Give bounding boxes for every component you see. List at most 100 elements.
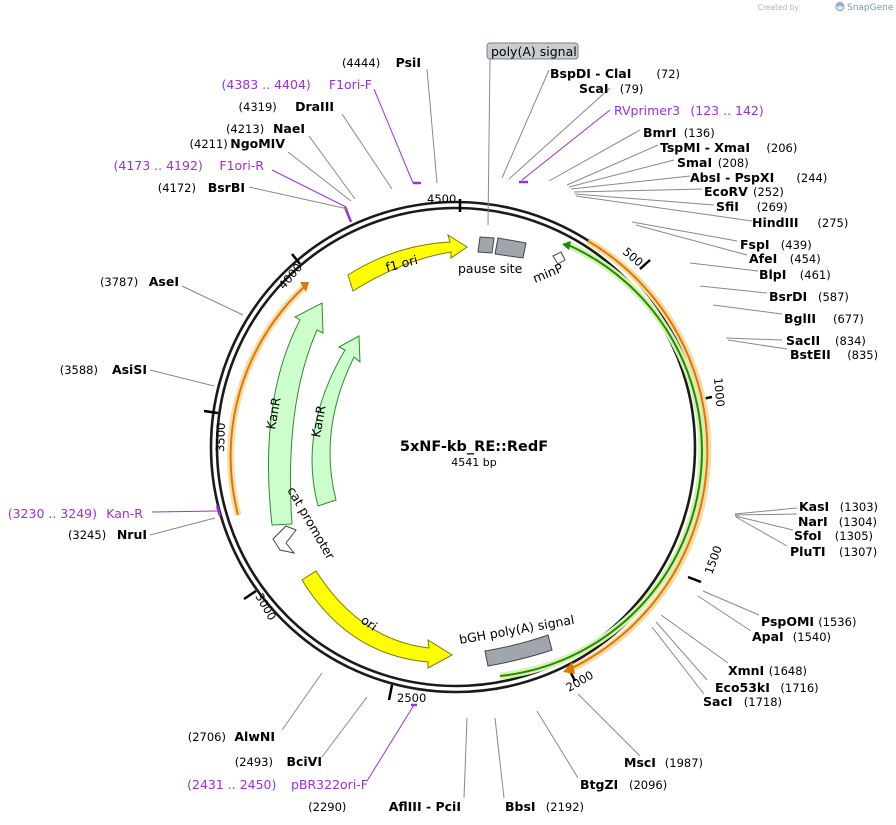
enzyme-leaders [149,68,798,799]
enzyme-position-nrui: (3245) [68,528,106,542]
primer-sites [215,180,528,707]
enzyme-position-apai: (1540) [793,630,831,644]
enzyme-label-bglii: BglII [784,311,816,326]
enzyme-label-psii: PsiI [396,55,421,70]
enzyme-label-bmri: BmrI [643,125,676,140]
enzyme-position-blpi: (461) [800,268,831,282]
enzyme-label-sfoi: SfoI [794,528,822,543]
backbone-inner-strand [215,206,697,688]
plasmid-length: 4541 bp [451,456,496,469]
primer-label-rvprimer3: RVprimer3 [614,103,680,118]
enzyme-position-asei: (3787) [100,275,138,289]
enzyme-position-sacii: (834) [835,334,866,348]
enzyme-position-xmni: (1648) [769,664,807,678]
enzyme-position-kasi: (1303) [840,500,878,514]
enzyme-position-bsrdi: (587) [818,290,849,304]
enzyme-position-btgzi: (2096) [629,778,667,792]
enzyme-label-pspomi: PspOMI [761,614,814,629]
enzyme-label-alwni: AlwNI [234,729,275,744]
enzyme-position-tspmi-xmai: (206) [766,141,797,155]
enzyme-label-blpi: BlpI [759,267,786,282]
feature-redf-outer-arrow [569,240,709,670]
primer-range-kan-r: (3230 .. 3249) [8,506,97,521]
enzyme-label-apai: ApaI [752,629,784,644]
feature-kanr-inner [311,335,361,507]
enzyme-label-nari: NarI [798,514,828,529]
tick-label-1500: 1500 [702,544,725,576]
feature-label-bgh-polya: bGH poly(A) signal [458,612,576,647]
enzyme-label-btgzi: BtgZI [580,777,618,792]
enzyme-position-naei: (4213) [226,122,264,136]
enzyme-label-saci: SacI [703,694,733,709]
enzyme-position-bsrbi: (4172) [158,181,196,195]
enzyme-position-eco53ki: (1716) [780,681,818,695]
enzyme-label-asei: AseI [149,274,179,289]
feature-redf-inner-arrow [499,243,703,677]
enzyme-label-tspmi-xmai: TspMI - XmaI [660,140,750,155]
enzyme-label-fspi: FspI [740,237,770,252]
enzyme-position-ecorv: (252) [753,185,784,199]
enzyme-position-bsteii: (835) [847,348,878,362]
enzyme-label-afliii-pcii: AflIII - PciI [389,799,461,814]
tick-label-3000: 3000 [252,591,279,623]
enzyme-position-scai: (79) [620,82,644,96]
enzyme-label-ngomiv: NgoMIV [230,136,285,151]
enzyme-position-pspomi: (1536) [818,615,856,629]
enzyme-label-bbsi: BbsI [505,799,536,814]
feature-minp-arrow [552,251,566,265]
tick-label-4500: 4500 [427,192,456,206]
enzyme-position-absi-pspxi: (244) [796,171,827,185]
enzyme-position-afei: (454) [790,252,821,266]
feature-label-minp: minP [531,260,566,286]
polya-signal-box [486,42,579,60]
feature-f1-ori [347,233,468,292]
enzyme-label-scai: ScaI [579,81,609,96]
enzyme-position-bglii: (677) [833,312,864,326]
enzyme-position-msci: (1987) [665,756,703,770]
enzyme-position-nari: (1304) [839,515,877,529]
enzyme-position-fspi: (439) [781,238,812,252]
enzyme-label-ecorv: EcoRV [704,184,748,199]
enzyme-position-bcivi: (2493) [235,755,273,769]
enzyme-label-kasi: KasI [799,499,829,514]
primer-range-rvprimer3: (123 .. 142) [690,103,763,118]
polya-signal-label: poly(A) signal [491,44,577,59]
primer-label-pbr322ori-f: pBR322ori-F [291,777,368,792]
snapgene-logo-icon [835,1,845,12]
enzyme-label-asisi: AsiSI [112,362,147,377]
enzyme-label-absi-pspxi: AbsI - PspXI [690,170,774,185]
enzyme-label-bsteii: BstEII [790,347,831,362]
enzyme-position-bbsi: (2192) [546,800,584,814]
primer-label-kan-r: Kan-R [106,506,143,521]
primer-range-f1ori-r: (4173 .. 4192) [114,158,203,173]
enzyme-label-bsrdi: BsrDI [769,289,807,304]
primer-range-pbr322ori-f: (2431 .. 2450) [187,777,276,792]
enzyme-label-draiii: DraIII [295,99,334,114]
enzyme-label-bcivi: BciVI [286,754,322,769]
enzyme-position-psii: (4444) [342,56,380,70]
primer-leaders [151,88,611,782]
enzyme-label-msci: MscI [624,755,656,770]
snapgene-credit: Created by SnapGene [758,1,894,13]
enzyme-label-hindiii: HindIII [752,215,799,230]
enzyme-position-ngomiv: (4211) [190,137,228,151]
tick-label-3500: 3500 [213,422,228,452]
enzyme-position-alwni: (2706) [188,730,226,744]
credit-created-by: Created by [758,3,800,12]
enzyme-label-sacii: SacII [786,333,820,348]
enzyme-position-pluti: (1307) [839,545,877,559]
credit-app-name: SnapGene [847,3,894,13]
enzyme-position-hindiii: (275) [817,216,848,230]
enzyme-position-sfoi: (1305) [835,529,873,543]
feature-pause-site [477,236,495,254]
enzyme-position-smai: (208) [718,156,749,170]
feature-cat-promoter-arrow [272,525,297,554]
enzyme-position-asisi: (3588) [60,363,98,377]
enzyme-position-saci: (1718) [744,695,782,709]
polya-signal-callout: poly(A) signal [486,42,579,226]
enzyme-position-bspdi-clai: (72) [656,67,680,81]
enzyme-position-afliii-pcii: (2290) [308,800,346,814]
feature-bgh-polya [484,634,553,667]
enzyme-label-afei: AfeI [749,251,777,266]
feature-ori [301,570,453,669]
